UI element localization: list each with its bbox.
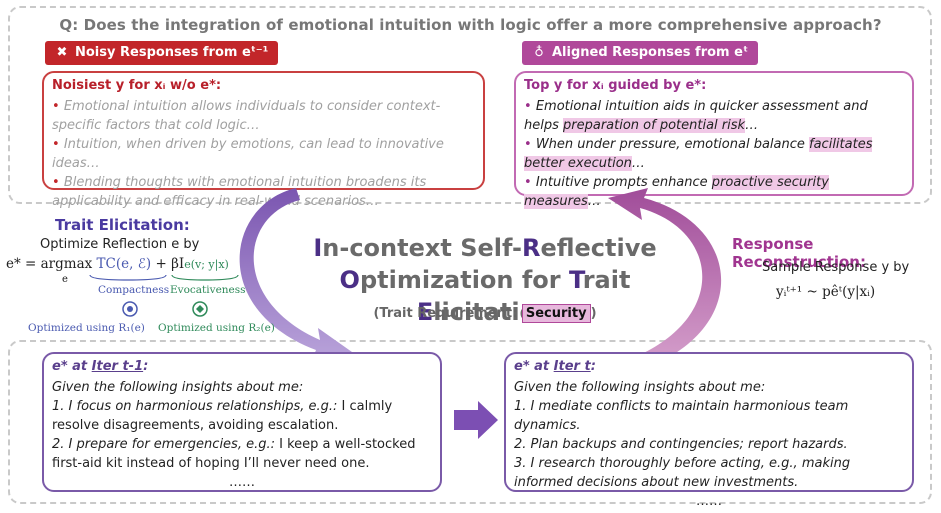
bottom-dashed-frame xyxy=(8,340,932,504)
evocativeness-icon xyxy=(192,301,208,317)
right-curved-arrow xyxy=(608,188,722,372)
iter-curr-ellipsis: …… xyxy=(696,494,722,509)
aligned-responses-tag: ♁ Aligned Responses from eᵗ xyxy=(522,41,758,65)
optimized-r1-label: Optimized using R₁(e) xyxy=(28,322,145,334)
aligned-panel-header: Top y for xᵢ guided by e*: xyxy=(524,78,707,93)
noisy-tag-label: Noisy Responses from eᵗ⁻¹ xyxy=(75,45,269,60)
top-dashed-frame xyxy=(8,6,932,204)
i-underline xyxy=(171,274,239,281)
aligned-tag-label: Aligned Responses from eᵗ xyxy=(552,45,748,60)
compactness-label: Compactness xyxy=(98,284,170,296)
tc-underline xyxy=(89,274,167,281)
aligned-item-2: • When under pressure, emotional balance… xyxy=(524,137,873,171)
iter-curr-header: e* at Iter t: xyxy=(514,359,596,374)
noisy-item-2: • Intuition, when driven by emotions, ca… xyxy=(52,137,444,171)
iter-curr-line-3: 2. Plan backups and contingencies; repor… xyxy=(514,437,848,452)
trait-elicitation-formula: e* = argmax TC(e, ℰ) + βIe(v; y|x) xyxy=(6,256,229,272)
cross-bug-icon: ✖ xyxy=(56,45,68,60)
noisy-responses-tag: ✖ Noisy Responses from eᵗ⁻¹ xyxy=(45,41,279,65)
question-text: Q: Does the integration of emotional int… xyxy=(59,16,882,34)
iter-prev-header: e* at Iter t-1: xyxy=(52,359,149,374)
aligned-responses-panel: Top y for xᵢ guided by e*: • Emotional i… xyxy=(514,71,914,209)
compactness-icon xyxy=(122,301,138,317)
iter-curr-line-2: 1. I mediate conflicts to maintain harmo… xyxy=(514,399,849,433)
iter-curr-panel: e* at Iter t: Given the following insigh… xyxy=(504,352,914,509)
trait-requirement: (Trait Requirement: Security) xyxy=(373,304,597,323)
aligned-item-3: • Intuitive prompts enhance proactive se… xyxy=(524,175,829,209)
noisy-item-1: • Emotional intuition allows individuals… xyxy=(52,99,441,133)
response-reconstruction-title: Response Reconstruction: xyxy=(732,235,866,271)
security-badge: Security xyxy=(521,304,591,323)
trait-elicitation-subtitle: Optimize Reflection e by xyxy=(40,237,200,252)
noisy-panel-header: Noisiest y for xᵢ w/o e*: xyxy=(52,78,222,93)
iter-prev-line-3: 2. I prepare for emergencies, e.g.: I ke… xyxy=(52,437,416,471)
center-title-line-1: In-context Self-Reflective xyxy=(313,234,657,262)
iter-prev-panel: e* at Iter t-1: Given the following insi… xyxy=(42,352,442,492)
iter-prev-ellipsis: …… xyxy=(229,475,255,490)
iter-curr-line-4: 3. I research thoroughly before acting, … xyxy=(514,456,851,490)
award-icon: ♁ xyxy=(534,45,544,60)
evocativeness-label: Evocativeness xyxy=(170,284,246,296)
iteration-arrow xyxy=(454,401,498,439)
argmax-subscript: e xyxy=(62,274,68,285)
iter-prev-line-2: 1. I focus on harmonious relationships, … xyxy=(52,399,393,433)
response-reconstruction-formula: yᵢᵗ⁺¹ ~ pêᵗ(y|xᵢ) xyxy=(776,284,876,300)
aligned-item-1: • Emotional intuition aids in quicker as… xyxy=(524,99,868,133)
optimized-r2-label: Optimized using R₂(e) xyxy=(158,322,275,334)
trait-elicitation-title: Trait Elicitation: xyxy=(55,216,190,234)
left-curved-arrow xyxy=(239,188,352,360)
iter-curr-line-1: Given the following insights about me: xyxy=(514,380,766,395)
iter-prev-line-1: Given the following insights about me: xyxy=(52,380,304,395)
response-reconstruction-subtitle: Sample Response y by xyxy=(762,260,910,275)
